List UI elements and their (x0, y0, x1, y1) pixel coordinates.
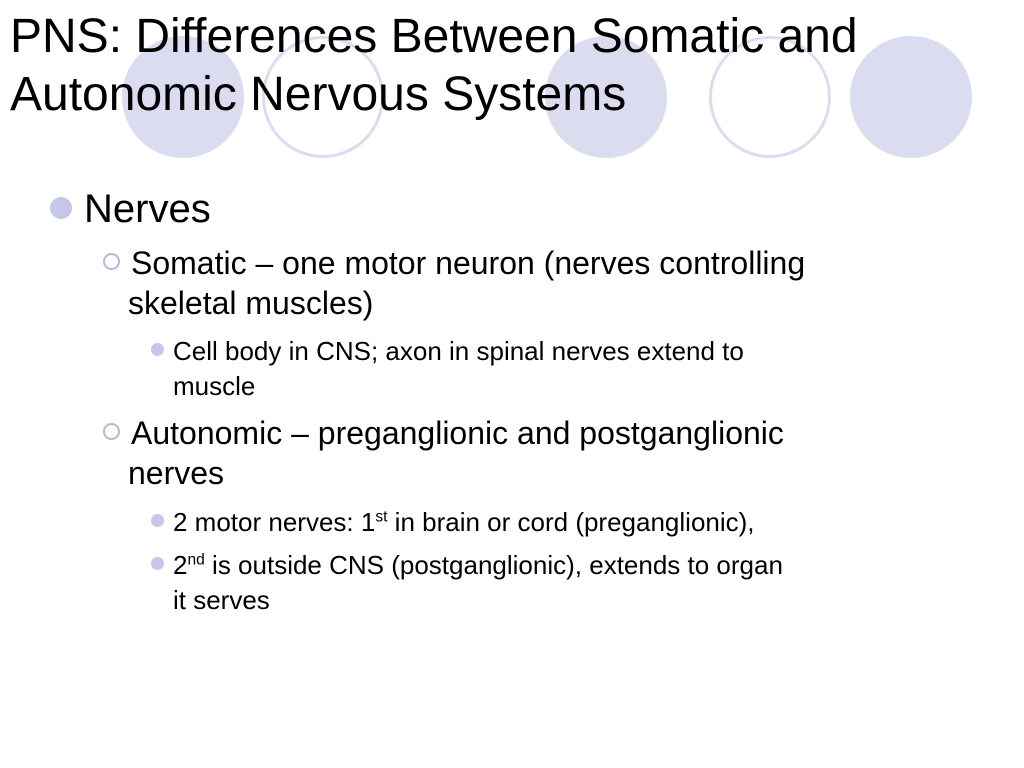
bullet-dot-icon (50, 197, 72, 219)
superscript: st (375, 508, 388, 526)
text-segment: is outside CNS (postganglionic), extends… (204, 550, 783, 580)
text-segment: 2 (173, 550, 188, 580)
bullet-autonomic-line-2: nerves (128, 455, 225, 491)
bullet-ring-icon (103, 423, 120, 440)
decorative-circle-filled (850, 36, 972, 158)
decorative-circle-ring (262, 36, 384, 158)
bullet-two-motor-nerves: 2 motor nerves: 1st in brain or cord (pr… (173, 505, 755, 540)
slide-title: PNS: Differences Between Somatic and Aut… (10, 8, 1010, 124)
bullet-cell-body-line-1: Cell body in CNS; axon in spinal nerves … (173, 336, 744, 366)
title-line-2: Autonomic Nervous Systems (10, 68, 627, 121)
bullet-autonomic-line-1: Autonomic – preganglionic and postgangli… (131, 415, 784, 451)
bullet-ring-icon (103, 253, 120, 270)
title-line-1: PNS: Differences Between Somatic and (10, 10, 858, 63)
bullet-second-line-1: 2nd is outside CNS (postganglionic), ext… (173, 548, 783, 583)
superscript: nd (187, 551, 205, 569)
text-segment: 2 motor nerves: 1 (173, 507, 376, 537)
bullet-somatic-line-1: Somatic – one motor neuron (nerves contr… (131, 245, 806, 281)
decorative-circle-ring (709, 36, 831, 158)
bullet-nerves: Nerves (84, 187, 211, 231)
bullet-cell-body-line-2: muscle (173, 371, 256, 401)
decorative-circle-filled (122, 36, 244, 158)
bullet-dot-icon (151, 514, 164, 527)
bullet-dot-icon (151, 343, 164, 356)
decorative-circle-filled (545, 36, 667, 158)
bullet-somatic-line-2: skeletal muscles) (128, 285, 374, 321)
bullet-second-line-2: it serves (173, 585, 270, 615)
bullet-dot-icon (151, 557, 164, 570)
text-segment: in brain or cord (preganglionic), (387, 507, 755, 537)
